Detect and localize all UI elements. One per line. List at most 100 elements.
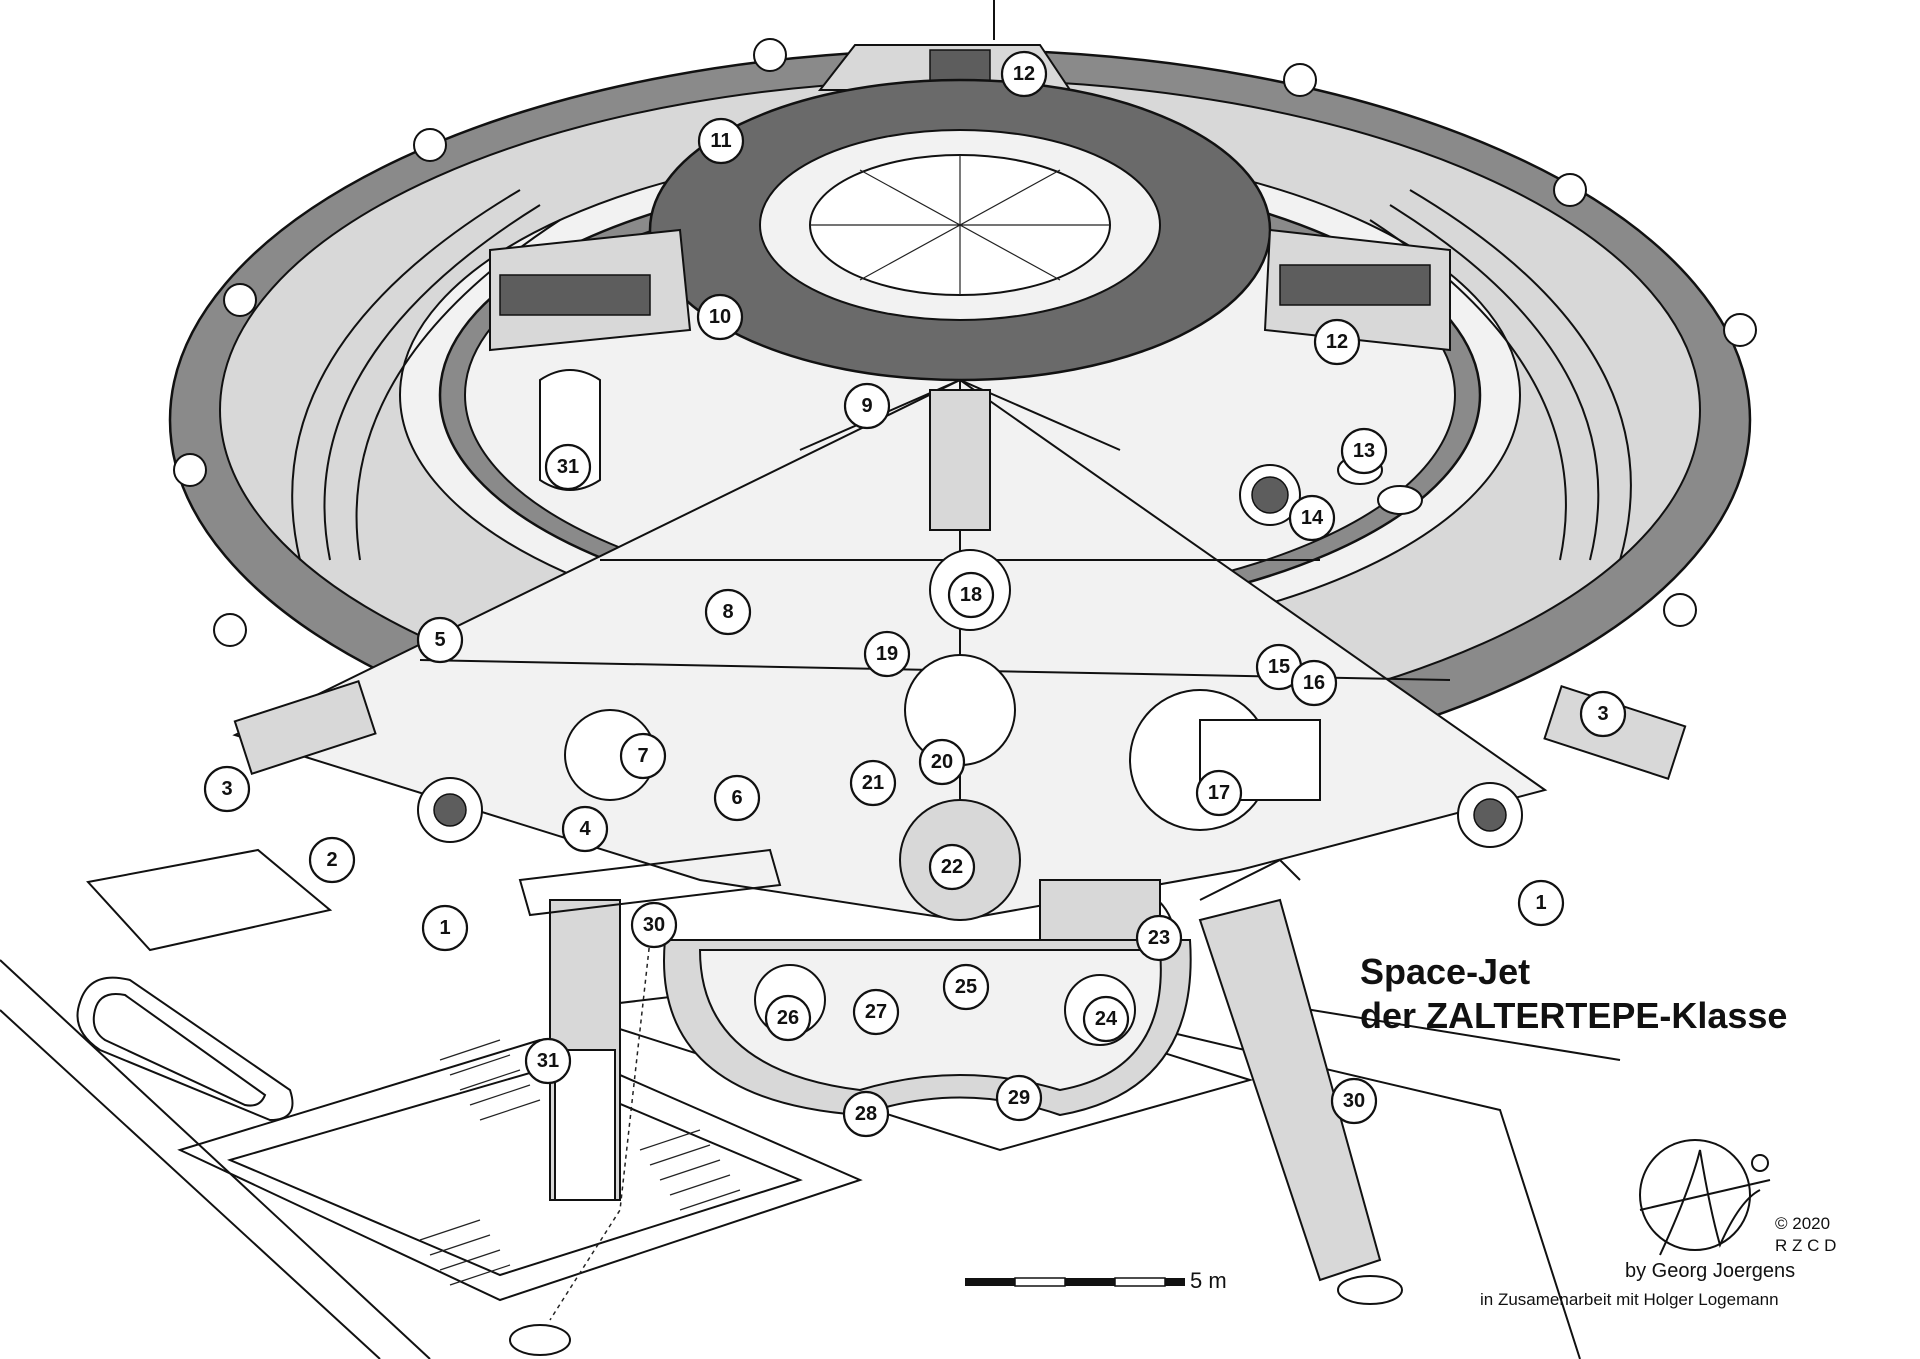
callout-number: 10 xyxy=(709,306,731,328)
callout-circle xyxy=(947,571,995,619)
callout-1: 1 xyxy=(421,904,469,952)
callout-circle xyxy=(1517,879,1565,927)
callout-29: 29 xyxy=(995,1074,1043,1122)
callout-1: 1 xyxy=(1517,879,1565,927)
callout-number: 4 xyxy=(579,818,591,840)
callout-number: 2 xyxy=(326,849,337,871)
copyright-year: © 2020 xyxy=(1775,1214,1831,1233)
callout-circle xyxy=(1135,914,1183,962)
callout-number: 6 xyxy=(731,787,742,809)
callout-circle xyxy=(713,774,761,822)
callout-circle xyxy=(203,765,251,813)
callout-24: 24 xyxy=(1082,995,1130,1043)
callout-circle xyxy=(544,443,592,491)
callout-number: 27 xyxy=(865,1001,887,1023)
callout-number: 1 xyxy=(1535,892,1546,914)
callout-circle xyxy=(524,1037,572,1085)
callout-circle xyxy=(863,630,911,678)
callout-22: 22 xyxy=(928,843,976,891)
callout-circle xyxy=(842,1090,890,1138)
callout-circle xyxy=(995,1074,1043,1122)
callout-25: 25 xyxy=(942,963,990,1011)
callout-18: 18 xyxy=(947,571,995,619)
callout-circle xyxy=(421,904,469,952)
callout-circle xyxy=(308,836,356,884)
callout-30: 30 xyxy=(630,901,678,949)
callout-3: 3 xyxy=(203,765,251,813)
callout-number: 30 xyxy=(1343,1090,1365,1112)
callout-circle xyxy=(1288,494,1336,542)
callout-17: 17 xyxy=(1195,769,1243,817)
callout-circle xyxy=(619,732,667,780)
callout-7: 7 xyxy=(619,732,667,780)
callout-number: 7 xyxy=(637,745,648,767)
landing-pad xyxy=(0,848,1621,1359)
callout-circle xyxy=(1579,690,1627,738)
callout-23: 23 xyxy=(1135,914,1183,962)
callout-20: 20 xyxy=(918,738,966,786)
callout-6: 6 xyxy=(713,774,761,822)
callout-12: 12 xyxy=(1000,50,1048,98)
callout-number: 16 xyxy=(1303,672,1325,694)
callout-number: 1 xyxy=(439,917,450,939)
callout-number: 12 xyxy=(1326,331,1348,353)
callout-circle xyxy=(1290,659,1338,707)
callout-number: 12 xyxy=(1013,63,1035,85)
callout-31: 31 xyxy=(524,1037,572,1085)
callout-circle xyxy=(852,988,900,1036)
callout-26: 26 xyxy=(764,994,812,1042)
callout-2: 2 xyxy=(308,836,356,884)
callout-28: 28 xyxy=(842,1090,890,1138)
callout-number: 3 xyxy=(221,778,232,800)
callout-number: 26 xyxy=(777,1007,799,1029)
callout-number: 31 xyxy=(537,1050,559,1072)
callout-12: 12 xyxy=(1313,318,1361,366)
artist-signature-logo xyxy=(1639,1139,1771,1256)
callout-circle xyxy=(942,963,990,1011)
diagram-title: Space-Jet der ZALTERTEPE-Klasse xyxy=(1360,950,1787,1038)
copyright-initials: R Z C D xyxy=(1775,1236,1837,1255)
callout-27: 27 xyxy=(852,988,900,1036)
title-line-2: der ZALTERTEPE-Klasse xyxy=(1360,995,1788,1036)
callout-19: 19 xyxy=(863,630,911,678)
callout-circle xyxy=(1195,769,1243,817)
callout-circle xyxy=(697,117,745,165)
author-credit: by Georg Joergens xyxy=(1625,1260,1796,1282)
central-ring xyxy=(648,78,1272,382)
callout-number: 14 xyxy=(1301,507,1324,529)
callout-8: 8 xyxy=(704,588,752,636)
callout-number: 11 xyxy=(710,130,731,152)
callout-circle xyxy=(1082,995,1130,1043)
callout-number: 22 xyxy=(941,856,963,878)
callout-4: 4 xyxy=(561,805,609,853)
callout-9: 9 xyxy=(843,382,891,430)
callout-circle xyxy=(764,994,812,1042)
callout-13: 13 xyxy=(1340,427,1388,475)
callout-circle xyxy=(561,805,609,853)
callout-number: 20 xyxy=(931,751,953,773)
callout-number: 31 xyxy=(557,456,579,478)
callout-number: 28 xyxy=(855,1103,877,1125)
callout-number: 23 xyxy=(1148,927,1170,949)
callout-number: 5 xyxy=(434,629,445,651)
scale-bar: 5 m xyxy=(965,1268,1227,1293)
callout-5: 5 xyxy=(416,616,464,664)
callout-21: 21 xyxy=(849,759,897,807)
callout-3: 3 xyxy=(1579,690,1627,738)
scale-bar-label: 5 m xyxy=(1190,1268,1227,1293)
callout-circle xyxy=(696,293,744,341)
callout-14: 14 xyxy=(1288,494,1336,542)
callout-number: 17 xyxy=(1208,782,1230,804)
callout-number: 29 xyxy=(1008,1087,1030,1109)
callout-circle xyxy=(1340,427,1388,475)
callout-number: 30 xyxy=(643,914,665,936)
callout-31: 31 xyxy=(544,443,592,491)
callout-16: 16 xyxy=(1290,659,1338,707)
callout-circle xyxy=(918,738,966,786)
callout-circle xyxy=(843,382,891,430)
title-line-1: Space-Jet xyxy=(1360,951,1531,992)
callout-number: 8 xyxy=(722,601,733,623)
callout-circle xyxy=(1000,50,1048,98)
copyright-block: © 2020 R Z C D xyxy=(1775,1213,1836,1257)
